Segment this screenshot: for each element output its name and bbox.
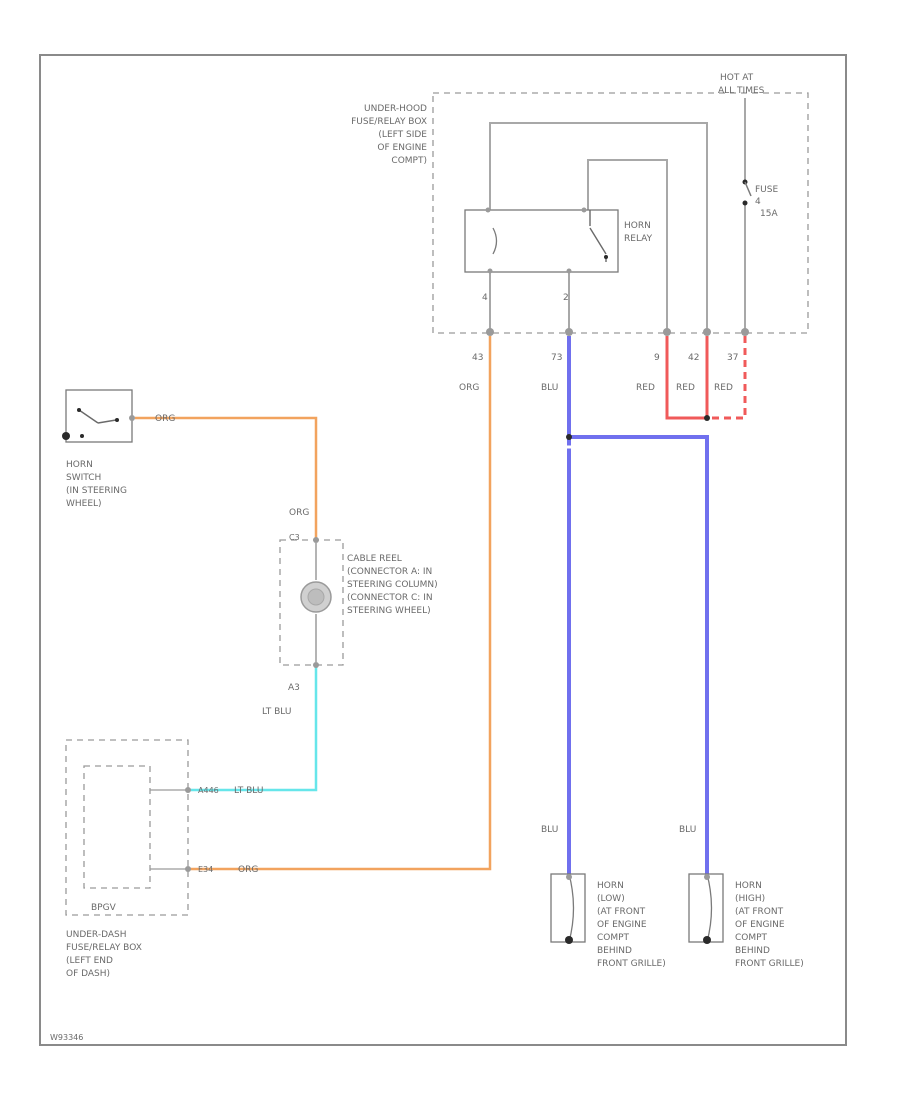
svg-text:SWITCH: SWITCH bbox=[66, 473, 101, 483]
svg-text:RELAY: RELAY bbox=[624, 234, 653, 244]
svg-text:73: 73 bbox=[551, 353, 562, 363]
svg-text:(LOW): (LOW) bbox=[597, 894, 625, 904]
svg-text:(IN STEERING: (IN STEERING bbox=[66, 486, 127, 496]
horn-low-label: HORN (LOW) (AT FRONT OF ENGINE COMPT BEH… bbox=[597, 881, 666, 969]
svg-text:(LEFT END: (LEFT END bbox=[66, 956, 113, 966]
svg-text:HORN: HORN bbox=[597, 881, 624, 891]
svg-text:(LEFT SIDE: (LEFT SIDE bbox=[378, 130, 427, 140]
svg-text:COMPT: COMPT bbox=[735, 933, 768, 943]
wire-lt-blu bbox=[188, 666, 318, 792]
svg-text:FUSE/RELAY BOX: FUSE/RELAY BOX bbox=[66, 943, 142, 953]
wire-label-blu-horn-low: BLU bbox=[541, 825, 558, 835]
svg-text:OF ENGINE: OF ENGINE bbox=[377, 143, 427, 153]
wire-label-blu-top: BLU bbox=[541, 383, 558, 393]
svg-text:COMPT: COMPT bbox=[597, 933, 630, 943]
svg-text:COMPT): COMPT) bbox=[391, 156, 427, 166]
horn-switch bbox=[62, 389, 135, 443]
underdash-inner-label: BPGV bbox=[91, 903, 117, 913]
underhood-fuse-box-label: UNDER-HOOD FUSE/RELAY BOX (LEFT SIDE OF … bbox=[351, 104, 427, 166]
fuse-box-terminals bbox=[486, 328, 749, 336]
underdash-fuse-box-label: UNDER-DASH FUSE/RELAY BOX (LEFT END OF D… bbox=[66, 930, 142, 979]
red-splice-node bbox=[704, 415, 710, 421]
svg-text:HOT AT: HOT AT bbox=[720, 73, 754, 83]
dash-pin-e34: E34 bbox=[198, 865, 213, 874]
cable-reel-pin-a3: A3 bbox=[288, 683, 300, 693]
cable-reel-label: CABLE REEL (CONNECTOR A: IN STEERING COL… bbox=[347, 554, 438, 616]
svg-text:OF ENGINE: OF ENGINE bbox=[597, 920, 647, 930]
underhood-fuse-box bbox=[432, 92, 809, 334]
svg-text:UNDER-HOOD: UNDER-HOOD bbox=[364, 104, 427, 114]
wire-label-org-switch: ORG bbox=[155, 414, 175, 424]
svg-text:FUSE/RELAY BOX: FUSE/RELAY BOX bbox=[351, 117, 427, 127]
svg-text:CABLE REEL: CABLE REEL bbox=[347, 554, 402, 564]
horn-switch-label: HORN SWITCH (IN STEERING WHEEL) bbox=[66, 460, 127, 509]
svg-text:(CONNECTOR A: IN: (CONNECTOR A: IN bbox=[347, 567, 432, 577]
svg-text:HORN: HORN bbox=[624, 221, 651, 231]
wire-label-lt-blu-bottom: LT BLU bbox=[234, 786, 263, 796]
cable-reel-pin-c3: C3 bbox=[289, 533, 300, 542]
wire-label-red-1: RED bbox=[636, 383, 655, 393]
horn-high bbox=[688, 873, 724, 944]
horn-relay: HORN RELAY bbox=[464, 207, 653, 274]
blu-splice-node bbox=[566, 434, 572, 440]
svg-text:HORN: HORN bbox=[735, 881, 762, 891]
diagram-code: W93346 bbox=[50, 1033, 83, 1042]
wire-label-org-left: ORG bbox=[459, 383, 479, 393]
svg-text:4: 4 bbox=[755, 197, 761, 207]
underdash-fuse-box bbox=[65, 739, 191, 916]
svg-text:(AT FRONT: (AT FRONT bbox=[735, 907, 784, 917]
svg-text:WHEEL): WHEEL) bbox=[66, 499, 102, 509]
svg-text:15A: 15A bbox=[760, 209, 778, 219]
wire-label-red-3: RED bbox=[714, 383, 733, 393]
relay-pin-4-label: 4 bbox=[482, 293, 488, 303]
svg-text:OF DASH): OF DASH) bbox=[66, 969, 110, 979]
wire-blu-horn-high bbox=[569, 435, 709, 874]
svg-text:37: 37 bbox=[727, 353, 738, 363]
svg-text:HORN: HORN bbox=[66, 460, 93, 470]
svg-text:FRONT GRILLE): FRONT GRILLE) bbox=[735, 959, 804, 969]
wire-label-blu-horn-high: BLU bbox=[679, 825, 696, 835]
svg-text:BEHIND: BEHIND bbox=[735, 946, 770, 956]
svg-text:FRONT GRILLE): FRONT GRILLE) bbox=[597, 959, 666, 969]
wire-label-org-bottom: ORG bbox=[238, 865, 258, 875]
internal-wire-relay-switch bbox=[587, 159, 668, 330]
svg-text:OF ENGINE: OF ENGINE bbox=[735, 920, 785, 930]
svg-text:(AT FRONT: (AT FRONT bbox=[597, 907, 646, 917]
wire-org-switch-to-reel bbox=[135, 416, 318, 540]
dash-pin-a446: A446 bbox=[198, 786, 219, 795]
svg-text:(HIGH): (HIGH) bbox=[735, 894, 765, 904]
svg-text:STEERING COLUMN): STEERING COLUMN) bbox=[347, 580, 438, 590]
fuse-4: FUSE 4 15A bbox=[742, 179, 778, 219]
svg-text:UNDER-DASH: UNDER-DASH bbox=[66, 930, 126, 940]
horn-low bbox=[550, 873, 586, 944]
diagram-frame bbox=[39, 54, 847, 1046]
svg-text:FUSE: FUSE bbox=[755, 185, 778, 195]
svg-text:43: 43 bbox=[472, 353, 483, 363]
wire-label-lt-blu: LT BLU bbox=[262, 707, 291, 717]
wire-label-org-reel: ORG bbox=[289, 508, 309, 518]
cable-reel bbox=[279, 537, 344, 668]
internal-wire-relay-coil bbox=[489, 122, 708, 330]
svg-text:ALL TIMES: ALL TIMES bbox=[718, 86, 765, 96]
hot-at-all-times-label: HOT AT ALL TIMES bbox=[718, 73, 765, 96]
wire-org-relay-to-dash bbox=[188, 336, 492, 871]
svg-text:(CONNECTOR C: IN: (CONNECTOR C: IN bbox=[347, 593, 433, 603]
wire-label-red-2: RED bbox=[676, 383, 695, 393]
wire-red-3 bbox=[707, 336, 747, 420]
wire-red-1 bbox=[665, 336, 707, 420]
terminal-numbers: 43 73 9 42 37 bbox=[472, 353, 738, 363]
relay-pin-2-label: 2 bbox=[563, 293, 569, 303]
svg-text:BEHIND: BEHIND bbox=[597, 946, 632, 956]
horn-high-label: HORN (HIGH) (AT FRONT OF ENGINE COMPT BE… bbox=[735, 881, 804, 969]
svg-text:STEERING WHEEL): STEERING WHEEL) bbox=[347, 606, 431, 616]
svg-text:42: 42 bbox=[688, 353, 699, 363]
svg-text:9: 9 bbox=[654, 353, 660, 363]
